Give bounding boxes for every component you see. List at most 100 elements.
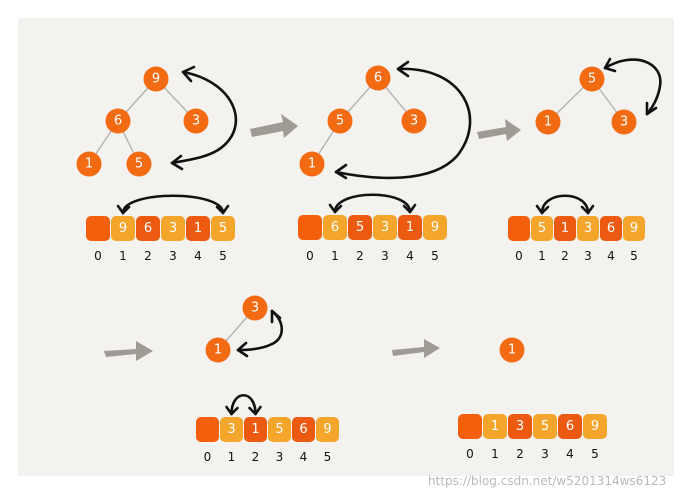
array-index-label: 0 [306,249,314,263]
arrow-head-icon [248,405,262,416]
tree-swap-arrow [603,58,662,116]
flow-arrow-icon [392,339,440,358]
array-cell-value: 1 [251,422,259,437]
flow-arrow-icon [104,341,153,361]
tree-node-circle [499,337,525,363]
array-index-label: 4 [194,249,202,263]
tree-node-label: 1 [508,343,516,358]
tree-node: 5 [126,151,152,177]
array-index-label: 2 [516,447,524,461]
array-cell [186,216,210,241]
tree-swap-arrow [236,309,284,352]
array-index-label: 1 [331,249,339,263]
array-cell [323,215,347,240]
array-index-label: 5 [431,249,439,263]
tree-node: 5 [327,108,353,134]
array-cell-value: 6 [607,221,615,236]
tree-node-label: 5 [336,114,344,129]
array-index-label: 1 [228,450,236,464]
array-cell-value: 9 [119,221,127,236]
array-cell-value: 3 [516,419,524,434]
flow-arrow-icon [477,119,521,141]
array-cell [211,216,235,241]
array-cell-value: 9 [431,220,439,235]
tree-node-circle [611,109,637,135]
array-index-label: 4 [566,447,574,461]
tree-node-label: 3 [192,114,200,129]
tree-node-circle [242,295,268,321]
array-cell [86,216,110,241]
array-cell [373,215,397,240]
tree-swap-arrow [334,67,472,180]
array-cell-value: 1 [194,221,202,236]
arrow-head-icon [580,204,595,215]
array-swap-arrow [121,194,225,215]
array-cell-value: 6 [566,419,574,434]
array-cell [298,215,322,240]
array-index-label: 3 [169,249,177,263]
array-cell-value: 9 [630,221,638,236]
array-index-label: 3 [584,249,592,263]
tree-node-label: 9 [152,72,160,87]
array-cell-value: 9 [591,419,599,434]
array-index-label: 0 [515,249,523,263]
tree-node-circle [299,151,325,177]
array-index-label: 2 [356,249,364,263]
arrow-head-icon [236,341,249,358]
tree-node: 3 [242,295,268,321]
array-cell [458,414,482,439]
tree-node-circle [401,108,427,134]
array-cell-value: 5 [541,419,549,434]
array-index-label: 0 [94,249,102,263]
array-cell [600,216,622,241]
array-cell [533,414,557,439]
tree-node-label: 3 [620,115,628,130]
array-cell [398,215,422,240]
tree-node-circle [365,65,391,91]
tree-node-label: 6 [114,114,122,129]
array-cell [583,414,607,439]
tree-node: 6 [365,65,391,91]
array-index-label: 3 [276,450,284,464]
tree-node: 3 [401,108,427,134]
array-cell [196,417,219,442]
arrow-head-icon [645,101,658,116]
array-index-label: 5 [219,249,227,263]
arrow-head-icon [116,204,131,215]
arrow-head-icon [334,163,348,180]
array-cell-value: 3 [169,221,177,236]
array-index-label: 4 [406,249,414,263]
array-index-label: 3 [541,447,549,461]
tree-swap-arrows [170,57,662,358]
array-cell-value: 5 [219,221,227,236]
tree-node-label: 3 [251,301,259,316]
array-cell [268,417,291,442]
tree-node-label: 1 [544,115,552,130]
tree-node-label: 6 [374,71,382,86]
arrow-head-icon [215,204,230,215]
array-cell [554,216,576,241]
tree-node: 6 [105,108,131,134]
array-cell-value: 5 [275,422,283,437]
arrow-head-icon [170,154,184,171]
tree-swap-arrow [170,70,238,165]
array-cell [623,216,645,241]
array-swap-arrow [540,194,590,215]
arrow-head-icon [535,204,550,215]
tree-node-circle [579,66,605,92]
tree-node-circle [183,108,209,134]
array-index-label: 2 [252,450,260,464]
array-index-label: 2 [561,249,569,263]
array-cell [316,417,339,442]
